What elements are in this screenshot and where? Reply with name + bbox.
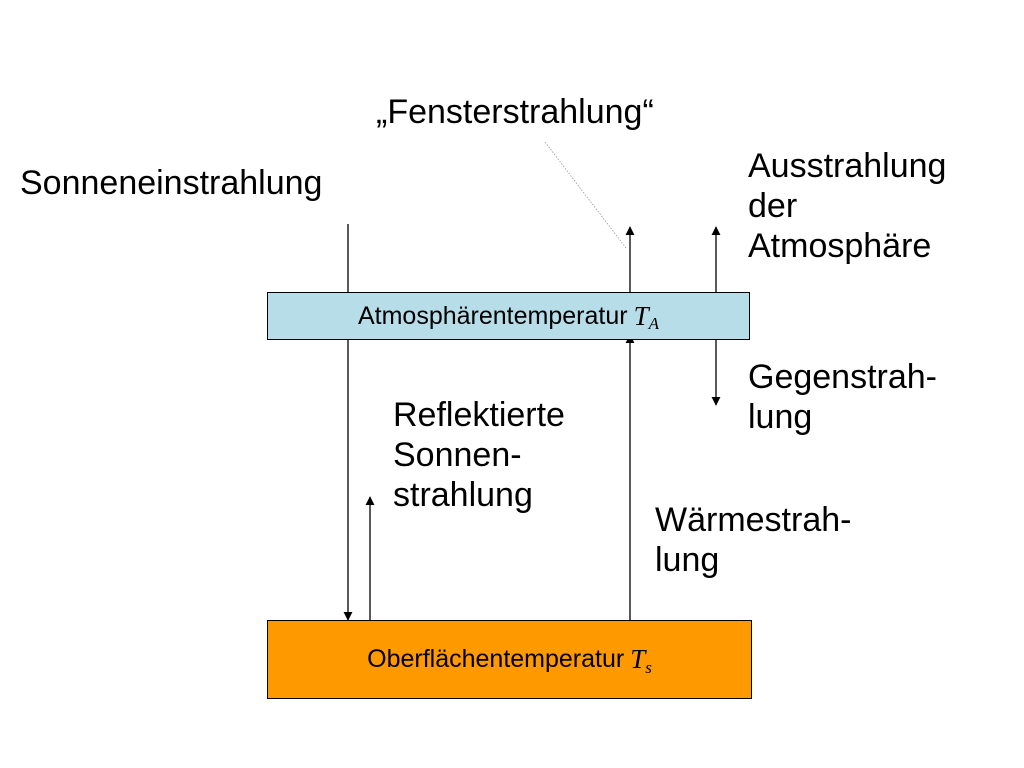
surface-temperature-subscript: s bbox=[645, 657, 652, 677]
thermal-radiation-line-1: Wärmestrah- bbox=[655, 501, 852, 539]
reflected-solar-line-3: strahlung bbox=[393, 476, 533, 514]
window-radiation-callout-line bbox=[544, 141, 627, 249]
atmosphere-temperature-subscript: A bbox=[648, 314, 659, 333]
surface-temperature-box: Oberflächentemperatur T s bbox=[267, 620, 752, 699]
reflected-solar-label: Reflektierte Sonnen- strahlung bbox=[393, 395, 565, 515]
atmosphere-temperature-symbol: T bbox=[633, 300, 649, 331]
back-radiation-line-1: Gegenstrah- bbox=[748, 358, 937, 396]
window-radiation-label: „Fensterstrahlung“ bbox=[376, 92, 654, 132]
surface-temperature-symbol: T bbox=[630, 644, 646, 674]
atmosphere-emission-line-2: der bbox=[748, 187, 798, 225]
window-radiation-text: „Fensterstrahlung“ bbox=[376, 93, 654, 131]
atmosphere-emission-line-3: Atmosphäre bbox=[748, 227, 932, 265]
solar-irradiation-text: Sonneneinstrahlung bbox=[20, 164, 323, 202]
atmosphere-emission-line-1: Ausstrahlung bbox=[748, 147, 947, 185]
thermal-radiation-line-2: lung bbox=[655, 541, 720, 579]
solar-irradiation-label: Sonneneinstrahlung bbox=[20, 163, 322, 203]
reflected-solar-line-2: Sonnen- bbox=[393, 436, 522, 474]
atmosphere-temperature-box: Atmosphärentemperatur T A bbox=[267, 292, 750, 340]
reflected-solar-line-1: Reflektierte bbox=[393, 396, 565, 434]
back-radiation-line-2: lung bbox=[748, 398, 813, 436]
atmosphere-emission-label: Ausstrahlung der Atmosphäre bbox=[748, 146, 946, 266]
atmosphere-temperature-text: Atmosphärentemperatur bbox=[357, 301, 628, 330]
surface-temperature-text: Oberflächentemperatur bbox=[367, 645, 625, 673]
thermal-radiation-label: Wärmestrah- lung bbox=[655, 500, 851, 580]
back-radiation-label: Gegenstrah- lung bbox=[748, 357, 937, 437]
